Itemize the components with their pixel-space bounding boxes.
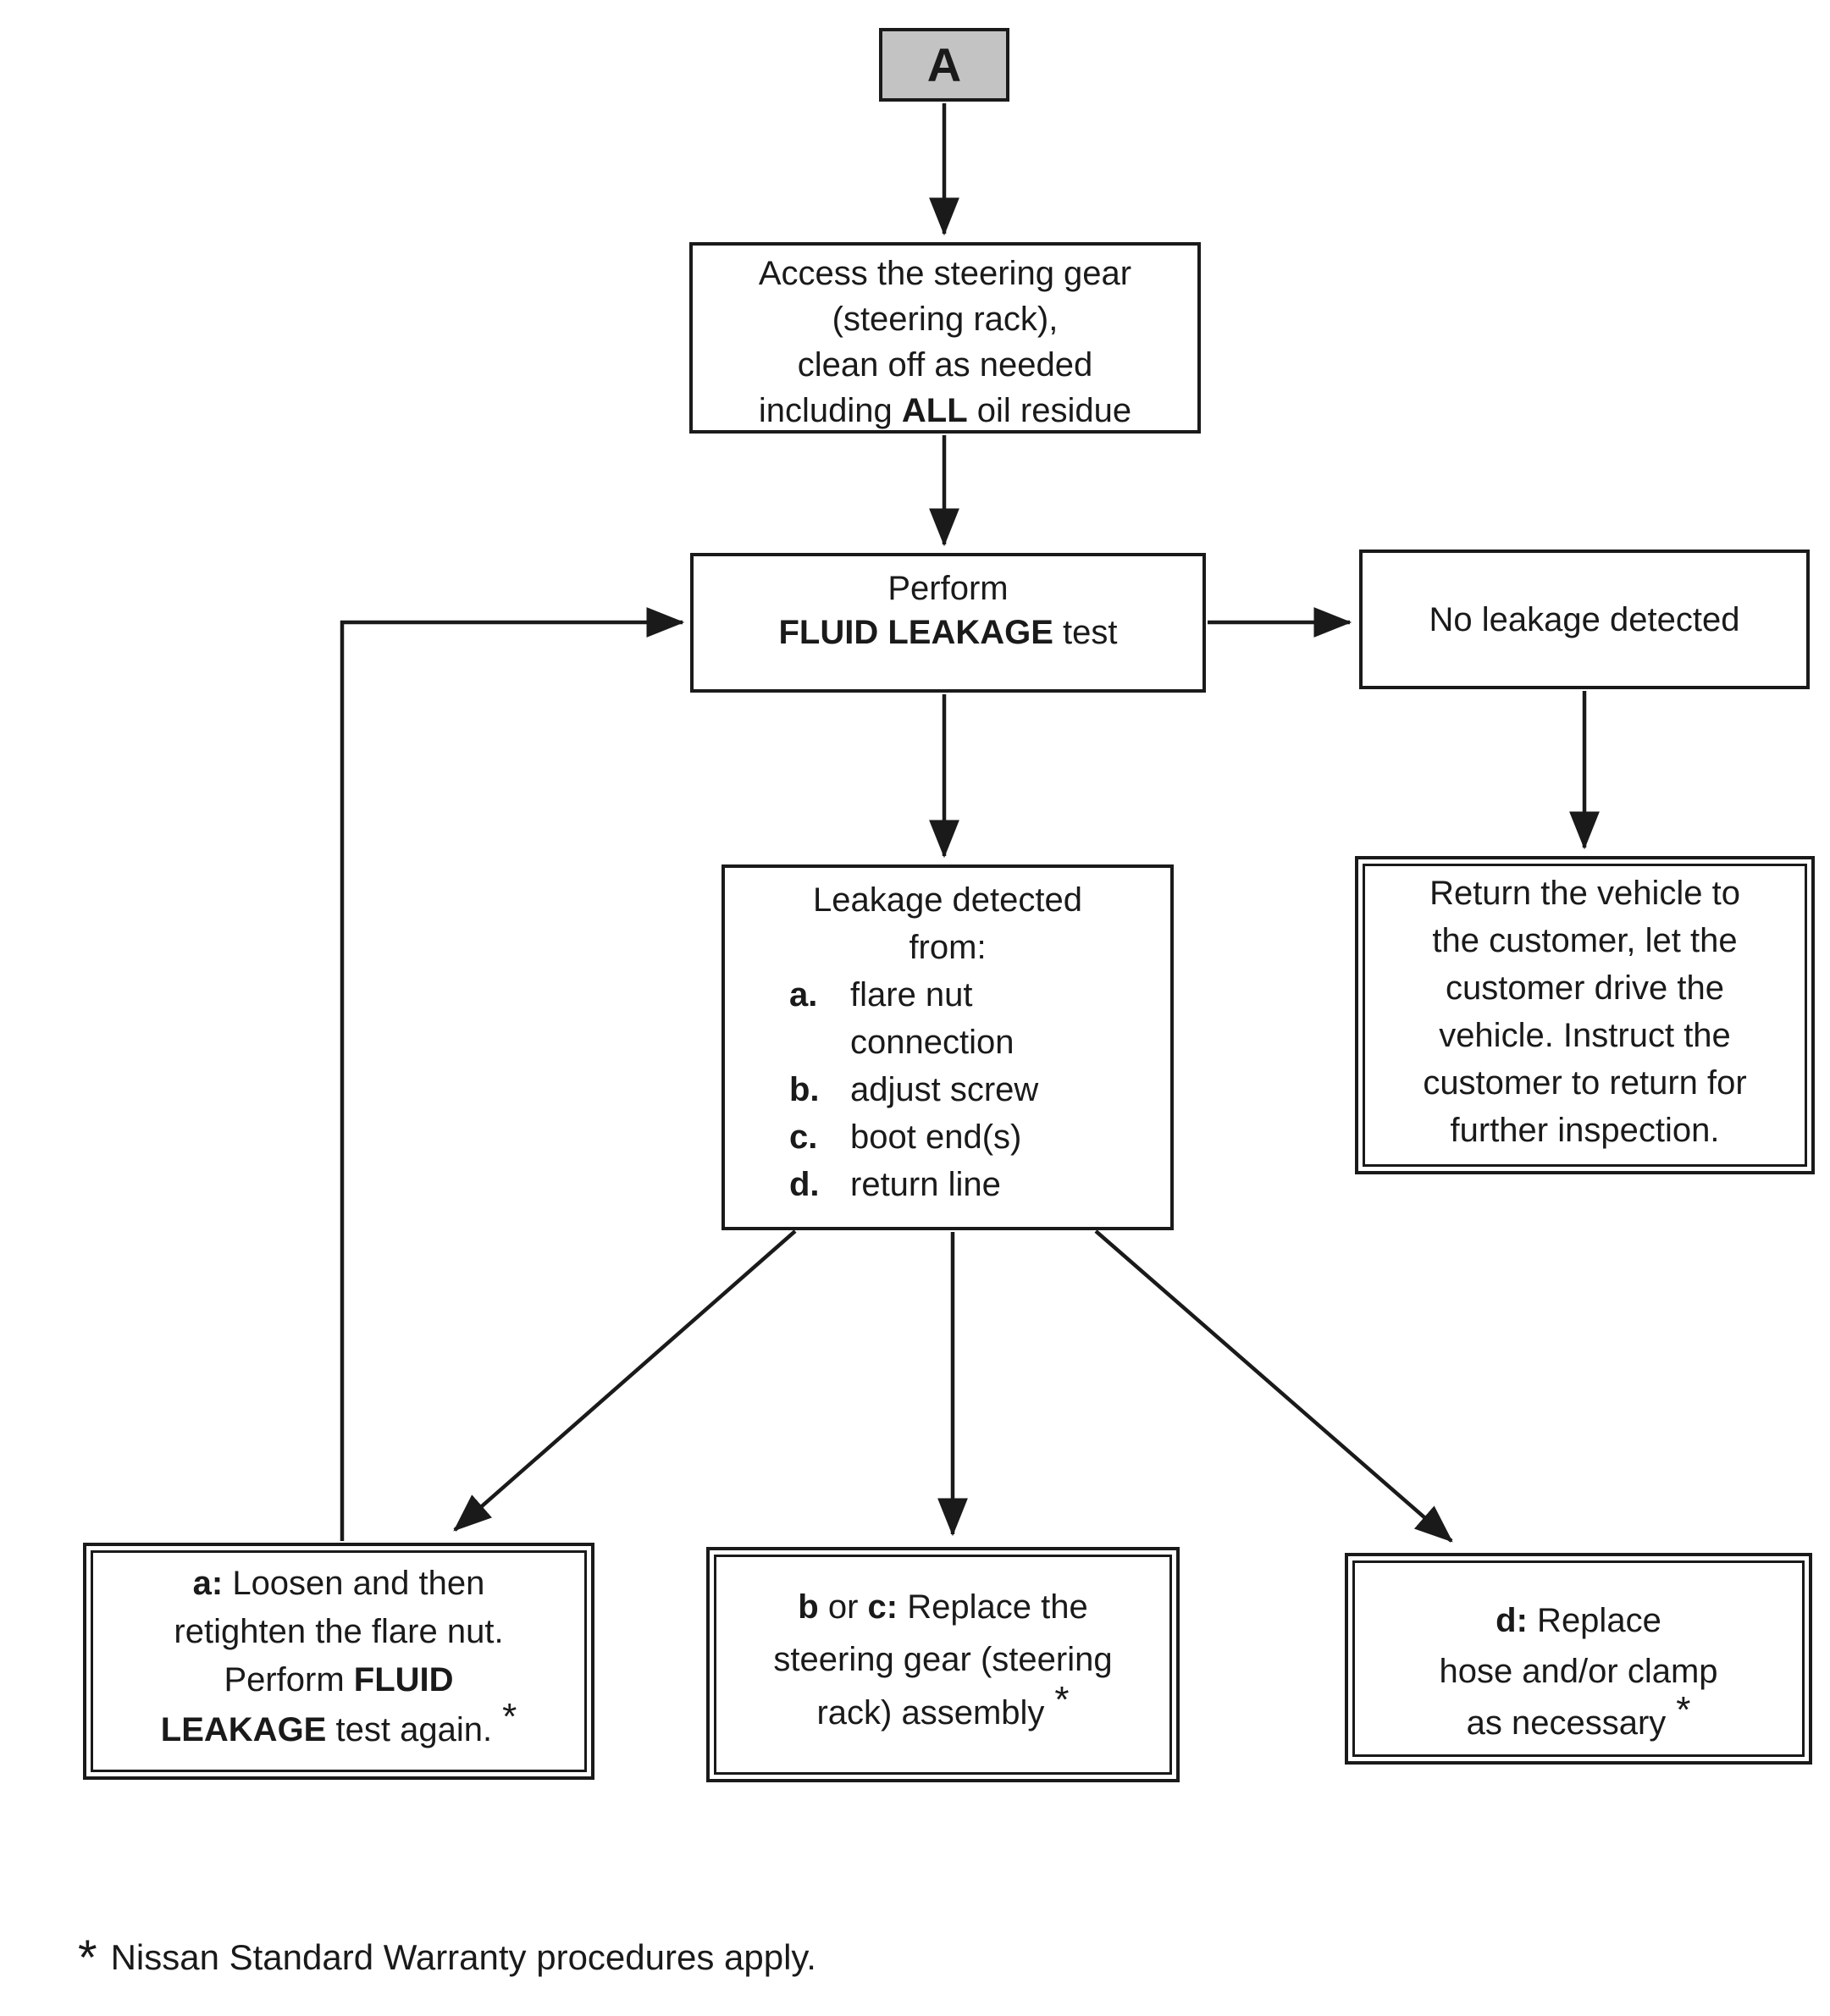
list-item-return-line: d. return line — [789, 1166, 1001, 1203]
connector-label-a: A — [879, 28, 1009, 102]
warranty-footnote: * Nissan Standard Warranty procedures ap… — [78, 1930, 816, 1986]
step-text-line: Perform FLUID — [224, 1661, 454, 1698]
fix-a-flare-nut-step: a: Loosen and then retighten the flare n… — [83, 1543, 594, 1780]
step-text-line: from: — [909, 929, 987, 966]
step-text-line: the customer, let the — [1432, 922, 1738, 959]
step-text-line: a: Loosen and then — [192, 1565, 485, 1602]
arrow-leakage-to-fix-d — [1094, 1229, 1453, 1543]
step-text-line: customer to return for — [1423, 1064, 1747, 1102]
arrow-retest-feedback-loop — [340, 607, 685, 1541]
return-vehicle-to-customer-step: Return the vehicle to the customer, let … — [1355, 856, 1815, 1174]
step-text-line: customer drive the — [1445, 969, 1725, 1007]
warranty-asterisk: * — [502, 1696, 517, 1737]
fix-bc-replace-steering-gear-step: b or c: Replace the steering gear (steer… — [706, 1547, 1180, 1782]
step-text-line: further inspection. — [1450, 1112, 1720, 1149]
step-text-line: (steering rack), — [832, 301, 1059, 338]
connector-label-a-text: A — [926, 37, 962, 91]
list-item-adjust-screw: b. adjust screw — [789, 1071, 1039, 1108]
step-text-line: rack) assembly* — [816, 1679, 1069, 1739]
warranty-asterisk: * — [1676, 1689, 1691, 1731]
step-text-line: Perform — [887, 570, 1009, 607]
warranty-asterisk: * — [1054, 1679, 1070, 1721]
step-text-line: b or c: Replace the — [798, 1588, 1088, 1626]
step-text-line: vehicle. Instruct the — [1439, 1017, 1731, 1054]
step-text-line: d: Replace — [1496, 1602, 1661, 1639]
footnote-text: Nissan Standard Warranty procedures appl… — [110, 1937, 816, 1977]
fix-d-replace-hose-clamp-step: d: Replace hose and/or clamp as necessar… — [1345, 1553, 1812, 1765]
footnote-asterisk: * — [78, 1930, 97, 1986]
list-item-boot-ends: c. boot end(s) — [789, 1118, 1022, 1156]
no-leakage-detected-result: No leakage detected — [1359, 550, 1810, 689]
step-text-line: retighten the flare nut. — [174, 1613, 504, 1650]
access-steering-gear-step: Access the steering gear (steering rack)… — [689, 242, 1201, 434]
perform-fluid-leakage-test-step: Perform FLUID LEAKAGE test — [690, 553, 1206, 693]
step-text-line: steering gear (steering — [773, 1641, 1113, 1678]
step-text-line: Leakage detected — [812, 881, 1083, 919]
arrow-leakage-to-fix-a — [453, 1229, 797, 1532]
step-text-line: clean off as needed — [797, 346, 1093, 384]
step-text-line: hose and/or clamp — [1439, 1653, 1718, 1690]
step-text-line: as necessary* — [1467, 1689, 1691, 1748]
step-text-line: FLUID LEAKAGE test — [778, 614, 1118, 651]
step-text-line: Return the vehicle to — [1429, 875, 1740, 912]
step-text-line: Access the steering gear — [758, 255, 1132, 292]
step-text-line: LEAKAGE test again.* — [161, 1696, 517, 1754]
step-text-line: including ALL oil residue — [758, 392, 1132, 429]
step-text-line: No leakage detected — [1429, 600, 1740, 638]
